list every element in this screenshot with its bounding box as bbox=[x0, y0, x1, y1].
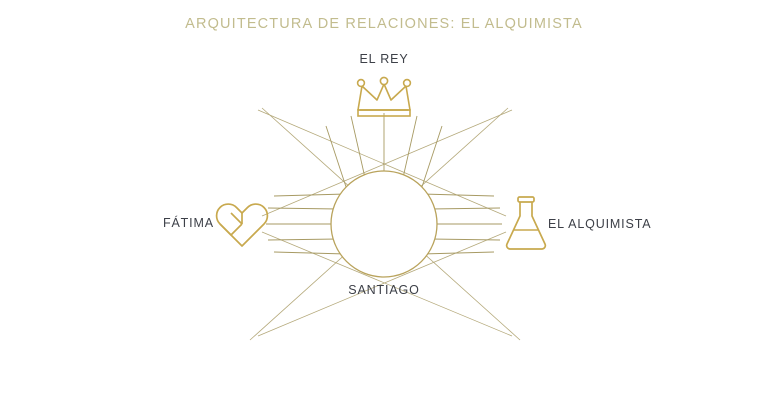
diagonal-alquimista-to-lower-left bbox=[257, 231, 507, 337]
diagonal-fatima-to-upper-right bbox=[261, 109, 513, 217]
ray-alq-3 bbox=[429, 238, 501, 241]
node-label-el-rey: EL REY bbox=[359, 52, 409, 66]
santiago-center-circle bbox=[330, 170, 438, 278]
page-title: ARQUITECTURA DE RELACIONES: EL ALQUIMIST… bbox=[185, 16, 583, 32]
diagonal-rey-to-bottom-left bbox=[262, 108, 368, 112]
ray-alq-2 bbox=[429, 207, 501, 210]
rays-to-el-alquimista bbox=[421, 193, 502, 255]
ray-fatima-4 bbox=[273, 193, 347, 197]
ray-alq-4 bbox=[421, 193, 495, 197]
flask-icon bbox=[505, 196, 547, 250]
ray-alq-5 bbox=[421, 251, 495, 255]
ray-fatima-5 bbox=[273, 251, 347, 255]
heart-icon bbox=[215, 203, 269, 247]
rays-to-fatima bbox=[266, 193, 347, 255]
ray-fatima-3 bbox=[267, 238, 339, 241]
diagonal-alquimista-to-upper-left bbox=[257, 109, 507, 217]
crown-icon bbox=[356, 76, 412, 117]
diagonal-fatima-to-lower-right bbox=[261, 231, 513, 337]
node-label-fatima: FÁTIMA bbox=[163, 216, 214, 230]
node-label-santiago: SANTIAGO bbox=[348, 283, 420, 297]
node-label-el-alquimista: EL ALQUIMISTA bbox=[548, 217, 652, 231]
ray-fatima-2 bbox=[267, 207, 339, 210]
